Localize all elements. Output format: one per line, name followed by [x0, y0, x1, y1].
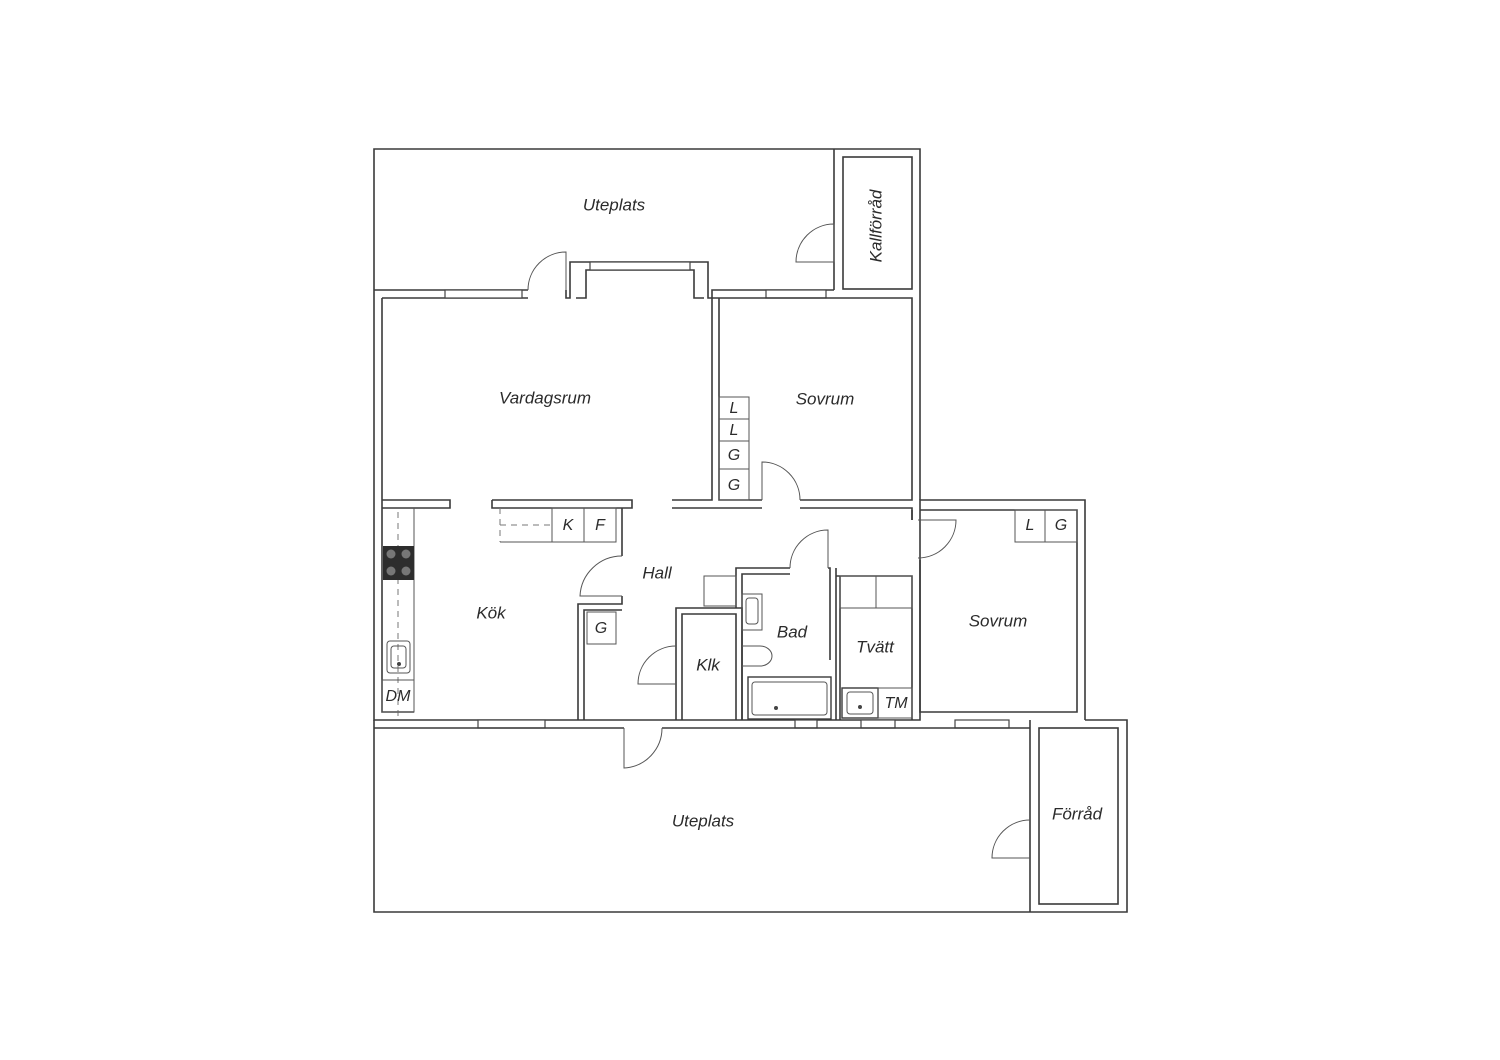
- room-label-bad: Bad: [777, 622, 808, 641]
- upper-terrace-outline: [373, 148, 921, 500]
- room-label-hall: Hall: [642, 563, 673, 582]
- window-kitchen: [477, 719, 546, 729]
- bedroom1-door: [761, 461, 801, 501]
- hall-wardrobe-box: [586, 611, 617, 645]
- room-label-vardagsrum: Vardagsrum: [499, 388, 591, 407]
- bath-door: [789, 529, 829, 569]
- kallforrad-room: [842, 156, 913, 290]
- freezer-box: [583, 507, 617, 543]
- bedroom1-walls: [672, 297, 913, 501]
- room-label-kallforrad: Kallförråd: [866, 189, 885, 262]
- kallforrad-door: [795, 223, 835, 263]
- bath-walls: [735, 567, 837, 720]
- klk-door: [637, 645, 677, 685]
- window-bath: [794, 719, 818, 729]
- room-label-sovrum-1: Sovrum: [796, 389, 855, 408]
- bedroom2-wardrobe-g: [1044, 509, 1078, 543]
- toilet-icon: [742, 645, 773, 667]
- fixture-label-l: L: [730, 400, 739, 417]
- washbasin-icon: [741, 593, 763, 631]
- room-label-forrad: Förråd: [1052, 804, 1103, 823]
- entrance-door: [623, 727, 663, 769]
- room-label-uteplats-bottom: Uteplats: [672, 811, 735, 830]
- fixture-label-g-hall: G: [595, 620, 607, 637]
- fixture-label-l: L: [730, 422, 739, 439]
- fixture-label-l-bedroom2: L: [1026, 517, 1035, 534]
- room-label-uteplats-top: Uteplats: [583, 195, 646, 214]
- forrad-room: [1038, 727, 1119, 905]
- fixture-label-g-bedroom2: G: [1055, 517, 1067, 534]
- hall-left-walls: [577, 596, 623, 720]
- window-bedroom-top: [765, 289, 827, 299]
- dryer-box: [877, 687, 913, 719]
- window-living-bay: [589, 261, 691, 271]
- bathtub-icon: [747, 676, 832, 720]
- window-living-top: [444, 289, 523, 299]
- room-label-kok: Kök: [476, 603, 507, 622]
- room-label-tvatt: Tvätt: [856, 637, 895, 656]
- kitchen-sink-icon: [386, 640, 411, 674]
- room-label-sovrum-2: Sovrum: [969, 611, 1028, 630]
- bath-niche: [703, 575, 737, 607]
- lower-terrace-outline: [373, 719, 1128, 913]
- terrace-door: [527, 251, 567, 291]
- bedroom2-door: [917, 519, 957, 559]
- fixture-label-f: F: [595, 517, 606, 534]
- fixture-label-tm: TM: [884, 695, 908, 712]
- forrad-door: [991, 819, 1031, 859]
- bedroom1-bottom: [672, 507, 913, 520]
- window-laundry: [860, 719, 896, 729]
- window-bedroom2: [954, 719, 1010, 729]
- living-top-wall-inner: [382, 269, 704, 299]
- dishwasher-box: [381, 679, 415, 713]
- room-label-klk: Klk: [696, 655, 721, 674]
- outer-wall-outer: [373, 290, 1086, 721]
- fixture-label-k: K: [563, 517, 575, 534]
- fixture-label-g: G: [728, 447, 740, 464]
- fixture-label-dm: DM: [386, 688, 412, 705]
- hall-closet-door: [579, 555, 623, 597]
- counter-dashes: [499, 508, 552, 542]
- fixture-label-g: G: [728, 477, 740, 494]
- wardrobe-box: [718, 468, 750, 501]
